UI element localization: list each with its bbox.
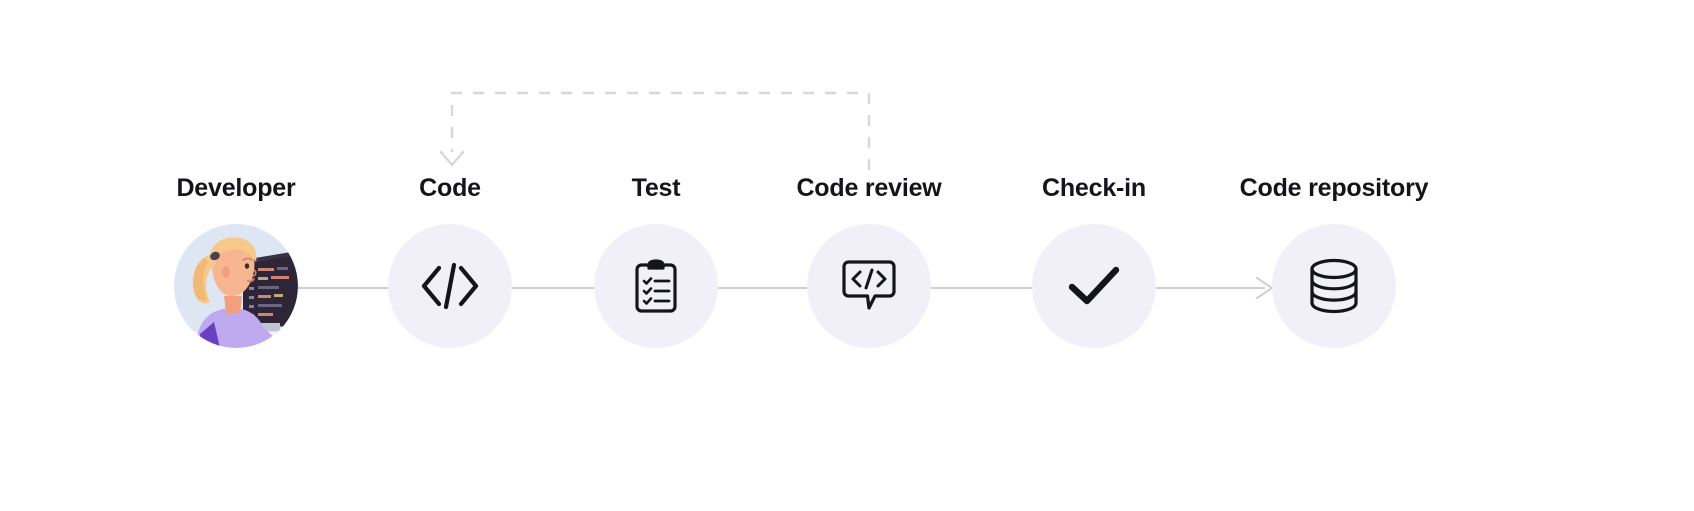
node-icon-wrap-code-review [749, 224, 989, 348]
node-code[interactable]: Code [330, 176, 570, 348]
node-icon-wrap-check-in [974, 224, 1214, 348]
checkmark-icon [1068, 266, 1120, 305]
node-label-code-repository: Code repository [1239, 174, 1429, 202]
node-label-check-in: Check-in [1042, 174, 1146, 202]
node-circle-test [594, 224, 718, 348]
node-icon-wrap-code [330, 224, 570, 348]
feedback-loop-path [450, 91, 871, 170]
node-icon-wrap-code-repository [1214, 224, 1454, 348]
node-circle-code-review [807, 224, 931, 348]
node-circle-check-in [1032, 224, 1156, 348]
developer-illustration [174, 224, 298, 348]
node-circle-code [388, 224, 512, 348]
node-label-code: Code [419, 174, 481, 202]
node-icon-wrap-developer [116, 224, 356, 348]
code-brackets-icon [421, 262, 479, 310]
clipboard-checklist-icon [635, 259, 677, 313]
node-label-code-review: Code review [796, 174, 942, 202]
node-developer[interactable]: Developer [116, 176, 356, 348]
node-label-developer: Developer [176, 174, 296, 202]
node-circle-code-repository [1272, 224, 1396, 348]
node-label-test: Test [631, 174, 681, 202]
node-code-review[interactable]: Code review [749, 176, 989, 348]
feedback-loop-arrowhead-icon [439, 150, 465, 167]
node-test[interactable]: Test [536, 176, 776, 348]
code-speech-bubble-icon [842, 260, 896, 310]
node-code-repository[interactable]: Code repository [1214, 176, 1454, 348]
node-check-in[interactable]: Check-in [974, 176, 1214, 348]
database-cylinder-icon [1310, 258, 1358, 314]
node-icon-wrap-test [536, 224, 776, 348]
